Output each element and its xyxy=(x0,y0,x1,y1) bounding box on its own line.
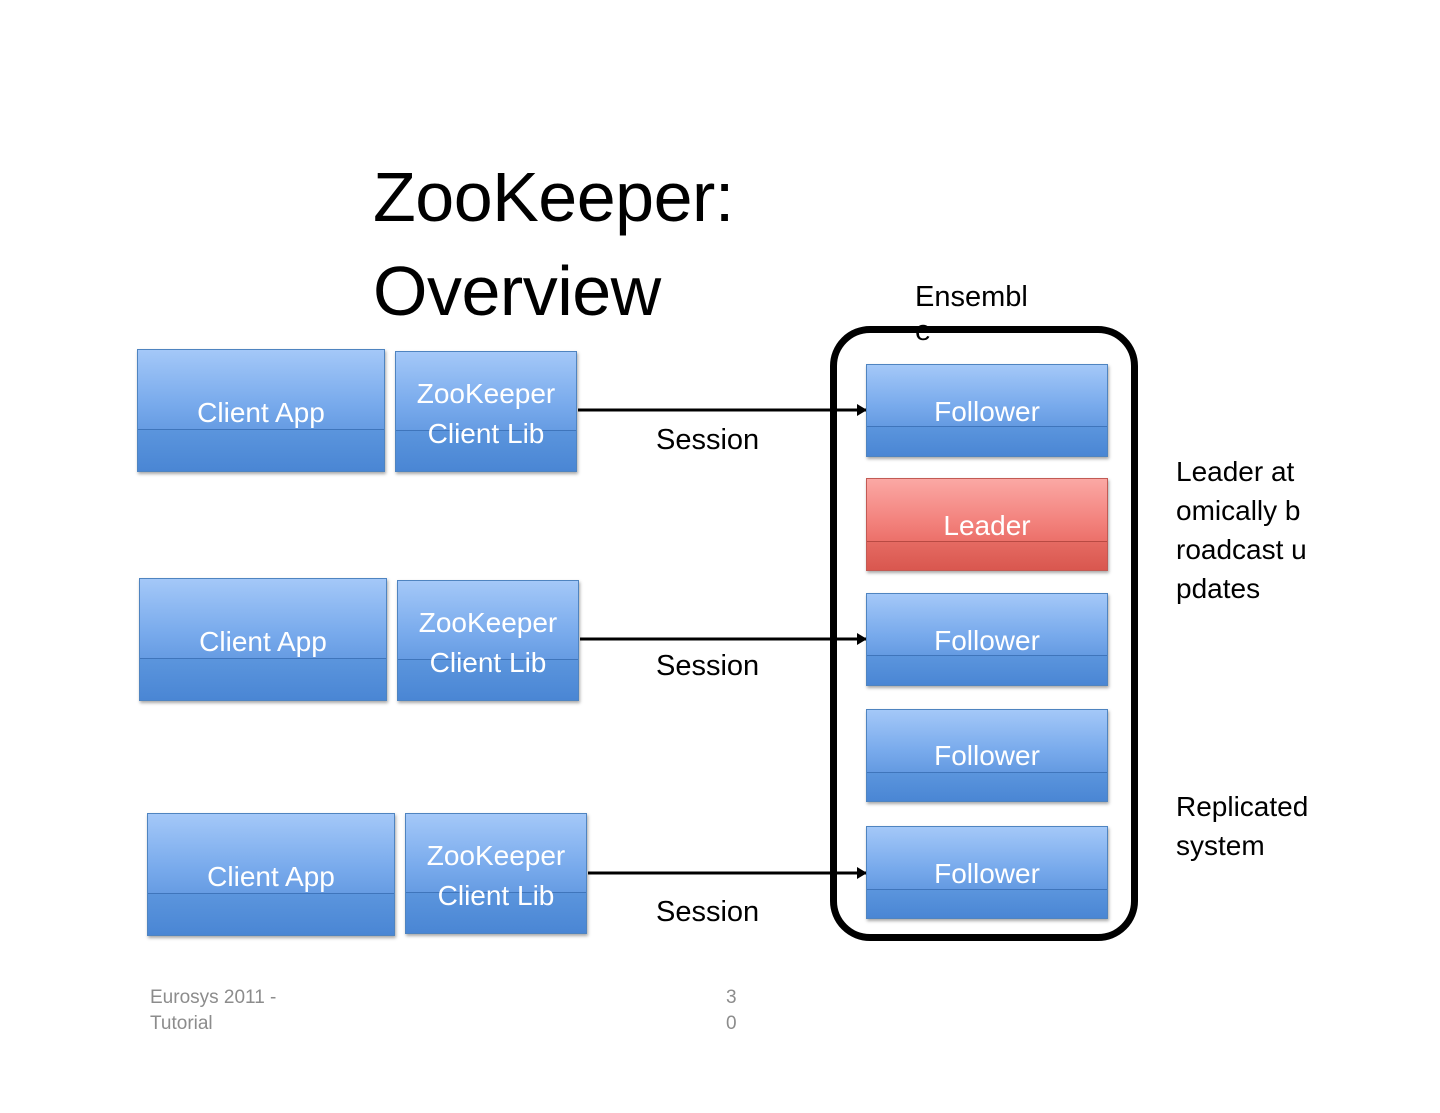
page-number: 30 xyxy=(726,987,737,1034)
ensemble-label: Ensemble xyxy=(915,281,1028,347)
client-app-label: Client App xyxy=(207,861,335,892)
client-app-box: Client App xyxy=(137,349,385,472)
follower-label: Follower xyxy=(934,858,1040,889)
note-leader-broadcast: Leader atomically broadcast updates xyxy=(1176,456,1307,604)
slide-title: ZooKeeper: Overview xyxy=(373,158,734,330)
follower-server: Follower xyxy=(866,593,1108,686)
follower-label: Follower xyxy=(934,625,1040,656)
note-replicated-system: Replicated system xyxy=(1176,791,1309,861)
leader-label: Leader xyxy=(943,510,1031,541)
footer-text: Eurosys 2011 - Tutorial xyxy=(150,987,277,1034)
follower-server: Follower xyxy=(866,826,1108,919)
client-lib-box: ZooKeeper Client Lib xyxy=(405,813,587,934)
client-lib-label: ZooKeeper Client Lib xyxy=(416,378,556,449)
follower-server: Follower xyxy=(866,364,1108,457)
follower-label: Follower xyxy=(934,396,1040,427)
client-app-label: Client App xyxy=(197,397,325,428)
client-app-box: Client App xyxy=(139,578,387,701)
client-lib-label: ZooKeeper Client Lib xyxy=(418,607,558,678)
session-label: Session xyxy=(656,424,760,456)
follower-label: Follower xyxy=(934,740,1040,771)
client-lib-box: ZooKeeper Client Lib xyxy=(395,351,577,472)
session-label: Session xyxy=(656,650,760,682)
follower-server: Follower xyxy=(866,709,1108,802)
client-lib-label: ZooKeeper Client Lib xyxy=(426,840,566,911)
leader-server: Leader xyxy=(866,478,1108,571)
client-app-box: Client App xyxy=(147,813,395,936)
session-label: Session xyxy=(656,896,760,928)
client-lib-box: ZooKeeper Client Lib xyxy=(397,580,579,701)
ensemble-boundary xyxy=(830,326,1138,941)
client-app-label: Client App xyxy=(199,626,327,657)
